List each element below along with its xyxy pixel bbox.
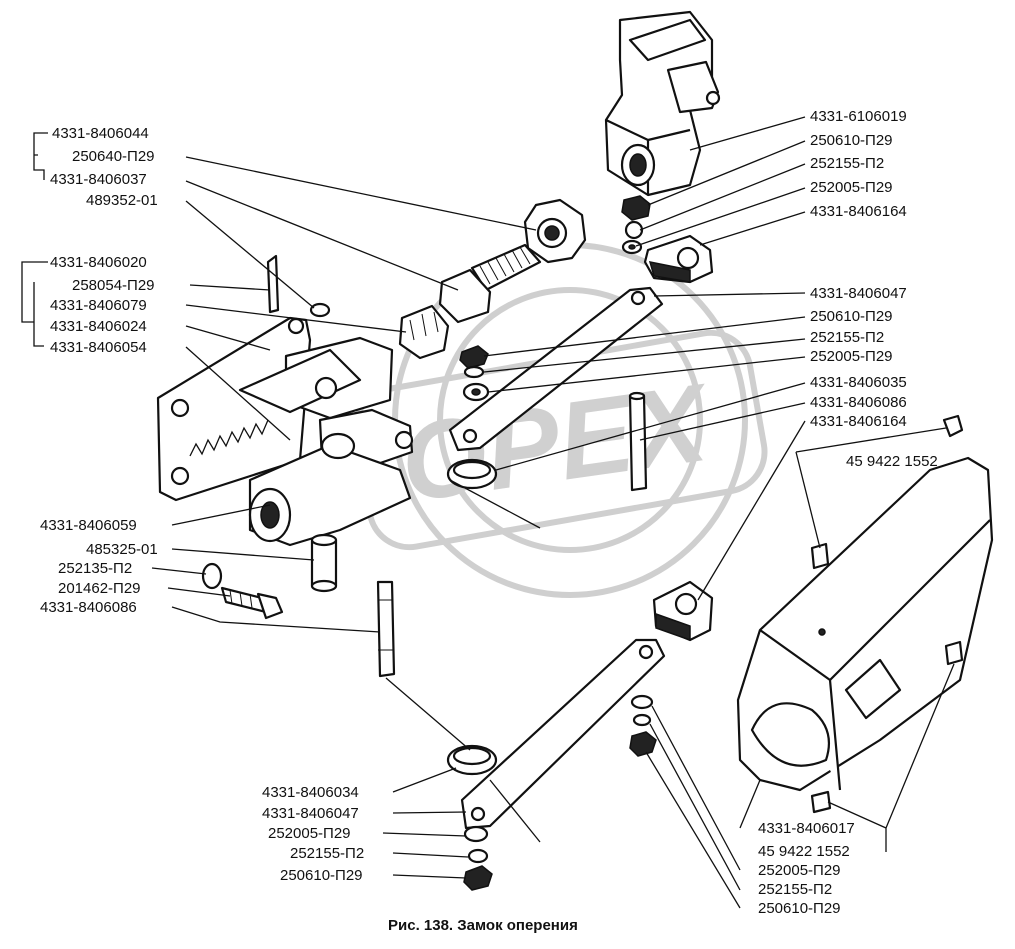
leader-lines	[21, 116, 955, 909]
label-4331-8406037: 4331-8406037	[50, 171, 147, 188]
labels-right: 4331-6106019 250610-П29 252155-П2 252005…	[810, 108, 938, 470]
label-4331-8406034: 4331-8406034	[262, 784, 359, 801]
label-4331-8406017: 4331-8406017	[758, 820, 855, 837]
cotter-pin-part	[266, 254, 331, 318]
label-252155-P2-bottom: 252155-П2	[290, 845, 364, 862]
label-485325-01: 485325-01	[86, 541, 158, 558]
pin-485325-part	[310, 533, 338, 593]
valve-block-part	[604, 10, 721, 197]
castle-nut-part	[398, 304, 450, 360]
washer-stack-lower-right	[629, 694, 657, 757]
cylinder-housing-part	[248, 432, 412, 547]
lock-housing-part	[736, 456, 994, 792]
label-459422-1552-top: 45 9422 1552	[846, 453, 938, 470]
label-4331-8406079: 4331-8406079	[50, 297, 147, 314]
hex-nut-part	[523, 198, 587, 264]
label-4331-8406035: 4331-8406035	[810, 374, 907, 391]
long-pin-middle	[628, 391, 648, 492]
upper-lever-part	[448, 286, 664, 452]
bolt-washer-lower-left	[201, 562, 284, 620]
label-4331-8406044: 4331-8406044	[52, 125, 149, 142]
screw-bottom-right	[810, 790, 832, 814]
watermark: OPEX	[352, 242, 768, 598]
label-258054-P29: 258054-П29	[72, 277, 155, 294]
label-4331-8406024: 4331-8406024	[50, 318, 147, 335]
label-252005-P29-bottom: 252005-П29	[268, 825, 351, 842]
labels-bottom-center: 4331-8406034 4331-8406047 252005-П29 252…	[262, 784, 364, 884]
label-4331-6106019: 4331-6106019	[810, 108, 907, 125]
spring-part	[189, 419, 269, 457]
screw-top-right	[942, 414, 964, 438]
label-4331-8406054: 4331-8406054	[50, 339, 147, 356]
label-4331-8406086-left: 4331-8406086	[40, 599, 137, 616]
bracket-part-middle	[652, 580, 714, 642]
label-250640-P29: 250640-П29	[72, 148, 155, 165]
figure-caption: Рис. 138. Замок оперения	[388, 917, 578, 934]
labels-bottom-right: 4331-8406017 45 9422 1552 252005-П29 252…	[758, 820, 855, 917]
label-252005-P29-mid: 252005-П29	[810, 348, 893, 365]
label-4331-8406020: 4331-8406020	[50, 254, 147, 271]
label-4331-8406086-right: 4331-8406086	[810, 394, 907, 411]
nut-washer-stack-top	[621, 195, 651, 255]
label-4331-8406047-bottom: 4331-8406047	[262, 805, 359, 822]
label-489352-01: 489352-01	[86, 192, 158, 209]
label-252155-P2-mid: 252155-П2	[810, 329, 884, 346]
long-pin-left	[376, 580, 396, 678]
label-250610-P29-mid: 250610-П29	[810, 308, 893, 325]
label-250610-P29-br: 250610-П29	[758, 900, 841, 917]
label-4331-8406164-top: 4331-8406164	[810, 203, 907, 220]
threaded-bolt-part	[438, 243, 542, 324]
washer-stack-lower-center	[463, 825, 493, 891]
label-4331-8406059: 4331-8406059	[40, 517, 137, 534]
screw-middle-right	[810, 542, 830, 570]
label-252155-P2-top: 252155-П2	[810, 155, 884, 172]
lower-lever-part	[460, 638, 666, 830]
label-252155-P2-br: 252155-П2	[758, 881, 832, 898]
screw-right	[944, 640, 964, 666]
label-4331-8406164-mid: 4331-8406164	[810, 413, 907, 430]
label-250610-P29-bottom: 250610-П29	[280, 867, 363, 884]
lower-coil-spring	[446, 744, 541, 843]
label-250610-P29-top: 250610-П29	[810, 132, 893, 149]
label-252135-P2: 252135-П2	[58, 560, 132, 577]
label-201462-P29: 201462-П29	[58, 580, 141, 597]
coil-spring-part	[446, 458, 541, 529]
label-459422-1552-bottom: 45 9422 1552	[758, 843, 850, 860]
labels-left: 4331-8406044 250640-П29 4331-8406037 489…	[40, 125, 158, 616]
label-252005-P29-br: 252005-П29	[758, 862, 841, 879]
bracket-part-top	[643, 234, 714, 284]
washer-stack-middle	[459, 345, 490, 402]
label-252005-P29-top: 252005-П29	[810, 179, 893, 196]
label-4331-8406047-top: 4331-8406047	[810, 285, 907, 302]
